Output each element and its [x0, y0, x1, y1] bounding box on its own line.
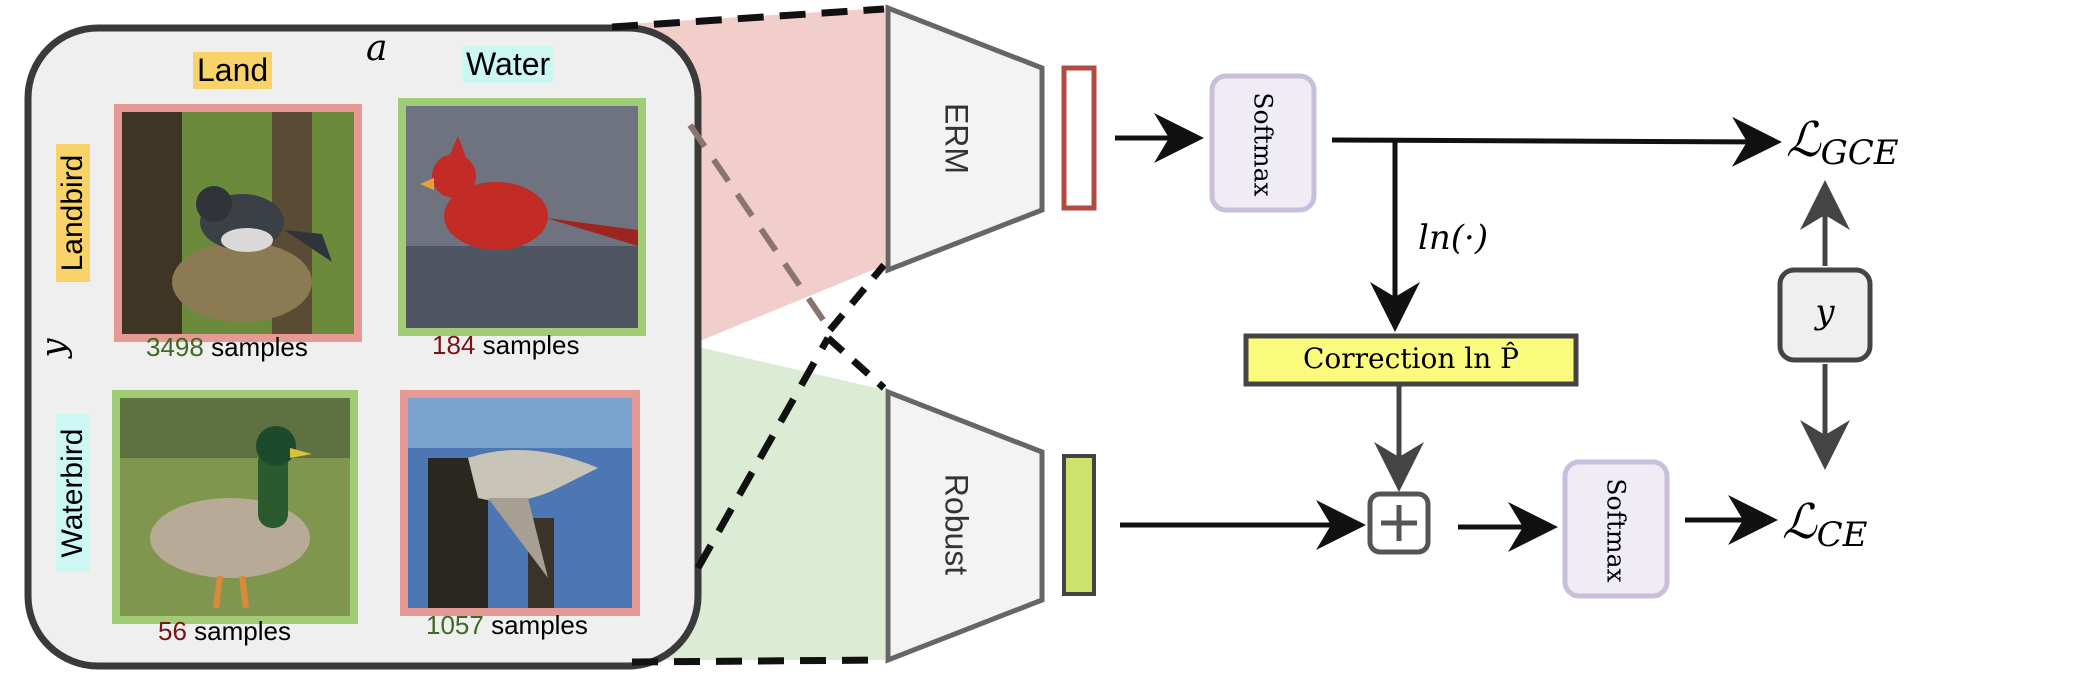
- softmax-bottom-box: [1562, 459, 1670, 599]
- plus-icon: [1381, 505, 1417, 541]
- count-landbird-land: 3498 samples: [146, 332, 308, 363]
- count-value: 1057: [426, 610, 484, 640]
- row-header-landbird: Landbird: [56, 144, 90, 282]
- count-suffix: samples: [491, 610, 588, 640]
- loss-ce: ℒCE: [1782, 494, 1867, 555]
- loss-gce-subscript: GCE: [1820, 133, 1899, 173]
- correction-label: Correction ln P̂: [1302, 342, 1520, 375]
- erm-projection-line-top: [611, 5, 885, 31]
- erm-encoder: [885, 4, 1045, 274]
- erm-output-feature: [1061, 65, 1097, 211]
- count-waterbird-water: 1057 samples: [426, 610, 588, 641]
- photo-landbird-land: [114, 104, 362, 342]
- robust-label: Robust: [938, 473, 975, 576]
- robust-projection-line-top: [825, 335, 887, 391]
- arrow-softmax-to-gce: [1331, 116, 1782, 167]
- count-waterbird-land: 56 samples: [158, 616, 291, 647]
- count-landbird-water: 184 samples: [432, 330, 579, 361]
- label-y: y: [1815, 292, 1835, 332]
- robust-output-feature: [1062, 454, 1096, 596]
- loss-ce-subscript: CE: [1816, 515, 1868, 555]
- softmax-bottom-label: Softmax: [1601, 478, 1631, 583]
- erm-label: ERM: [938, 102, 975, 175]
- softmax-top-label: Softmax: [1248, 92, 1278, 197]
- erm-projection-line-lower: [827, 262, 887, 333]
- photo-landbird-water: [398, 98, 646, 336]
- col-header-land: Land: [193, 52, 273, 89]
- count-suffix: samples: [482, 330, 580, 360]
- gull-icon: [468, 450, 598, 502]
- robust-encoder: [885, 388, 1045, 664]
- photo-waterbird-water: [400, 390, 640, 616]
- count-suffix: samples: [194, 616, 291, 646]
- loss-gce: ℒGCE: [1786, 112, 1899, 173]
- col-header-water: Water: [462, 46, 555, 83]
- row-header-waterbird: Waterbird: [56, 414, 90, 572]
- label-y-box: [1777, 267, 1873, 363]
- count-value: 56: [158, 616, 187, 646]
- softmax-top-box: [1209, 73, 1317, 213]
- robust-projection-line-bottom: [631, 656, 885, 666]
- count-suffix: samples: [211, 332, 308, 362]
- col-axis-label: a: [366, 28, 388, 69]
- log-label: ln(·): [1418, 218, 1489, 258]
- cardinal-icon: [444, 182, 548, 250]
- row-axis-label: y: [33, 338, 74, 358]
- photo-waterbird-land: [112, 390, 358, 624]
- loss-ce-symbol: ℒ: [1782, 494, 1817, 550]
- correction-box: [1243, 333, 1579, 387]
- loss-gce-symbol: ℒ: [1786, 112, 1821, 168]
- count-value: 3498: [146, 332, 204, 362]
- robust-projection-line-mid: [694, 336, 832, 570]
- count-value: 184: [432, 330, 476, 360]
